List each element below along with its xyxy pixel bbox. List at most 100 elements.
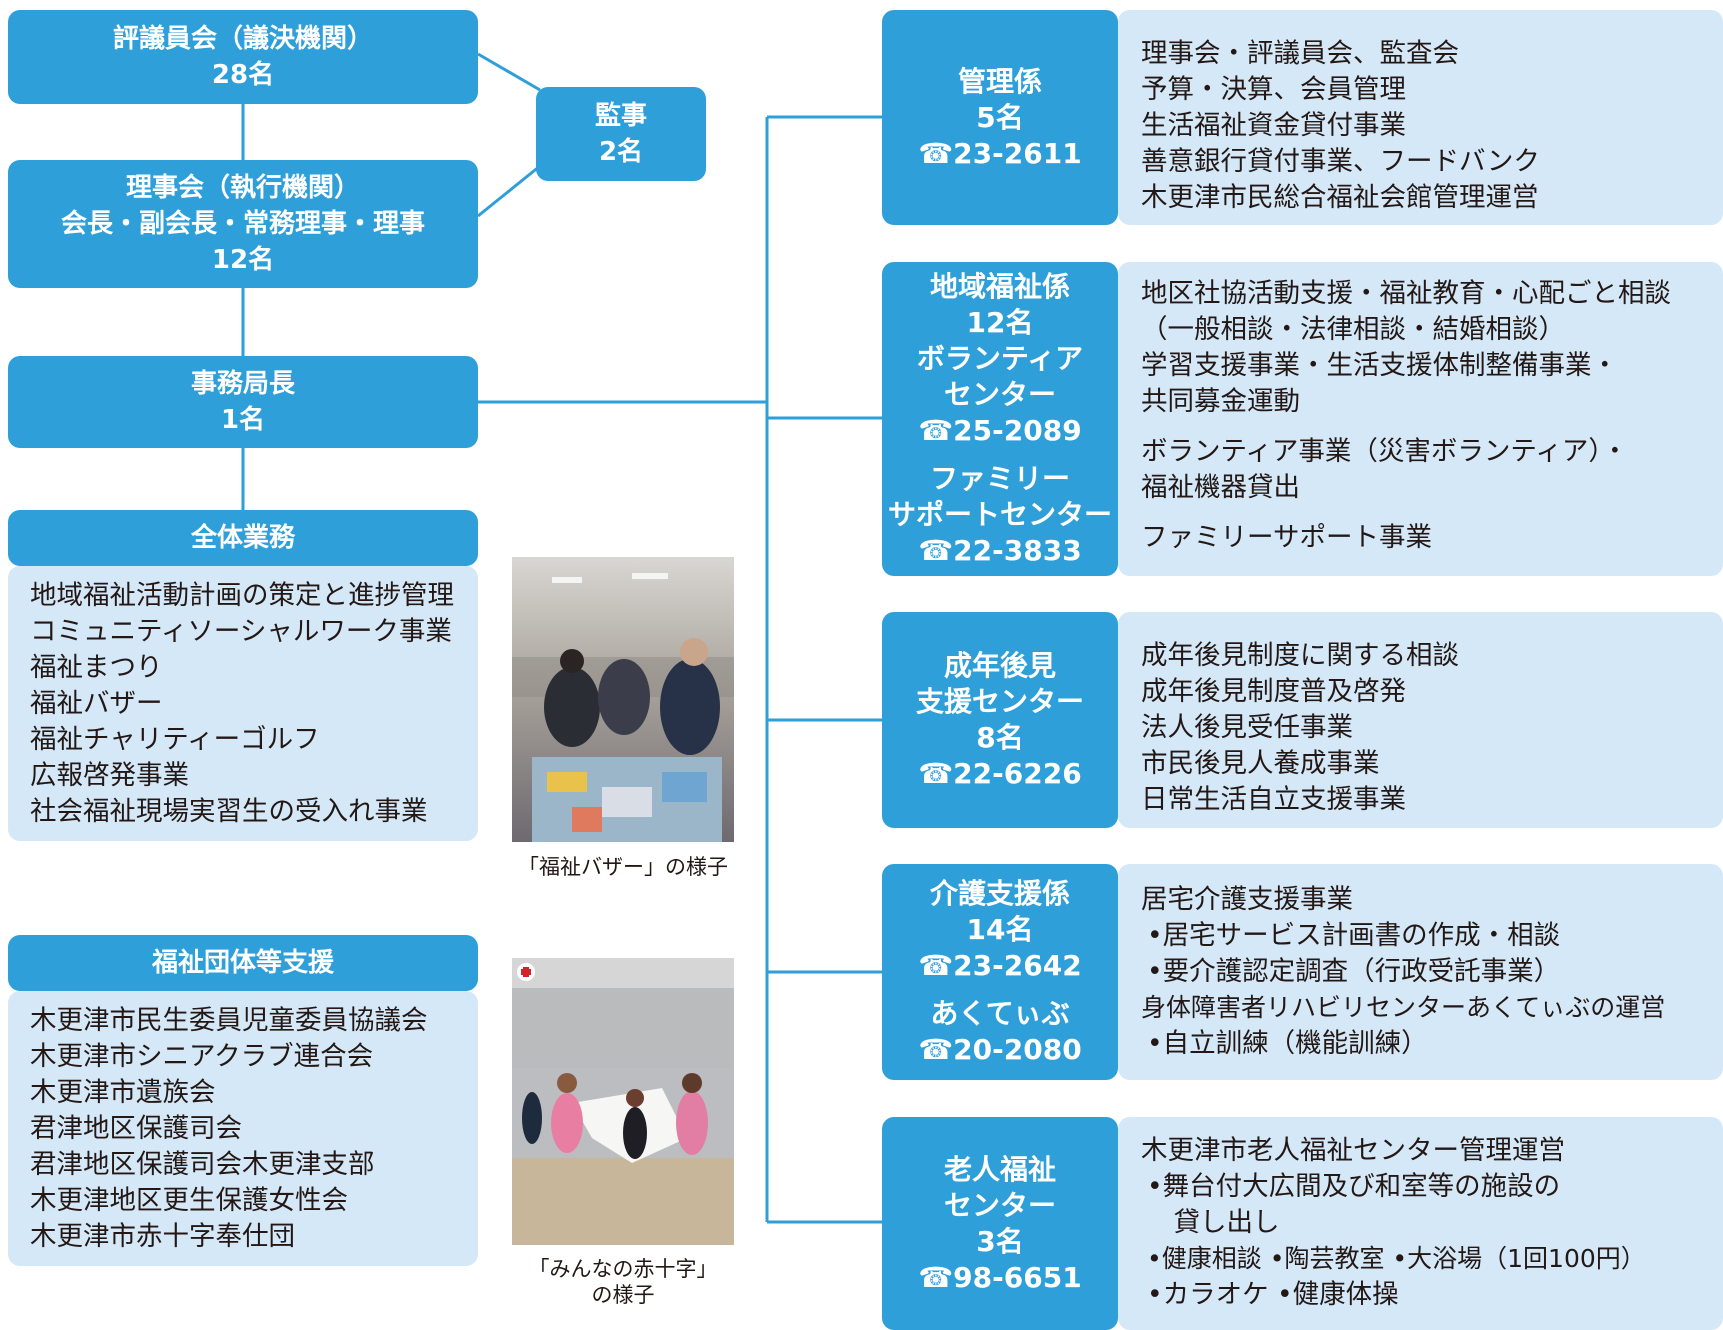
board-title: 理事会（執行機関） (125, 173, 360, 203)
redcross-caption: 「みんなの赤十字」 の様子 (495, 1256, 751, 1308)
dept-name: 介護支援係 (929, 877, 1070, 910)
support-header: 福祉団体等支援 (8, 935, 478, 991)
dept-phone: ☎98-6651 (918, 1260, 1082, 1294)
dept-phone: ☎25-2089 (918, 414, 1082, 447)
list-item: 成年後見制度普及啓発 (1141, 676, 1406, 707)
list-item: 広報啓発事業 (30, 760, 189, 791)
list-item: •自立訓練（機能訓練） (1147, 1028, 1428, 1059)
auditor-title: 監事 (594, 101, 647, 131)
list-item: 福祉機器貸出 (1141, 472, 1300, 503)
dept-subunit-name: あくてぃぶ (930, 997, 1070, 1030)
list-item: 福祉まつり (30, 652, 163, 683)
general-tasks-title: 全体業務 (190, 523, 295, 553)
dept-subunit-name: サポートセンター (887, 498, 1112, 531)
dept-subunit-name: センター (943, 378, 1056, 411)
bazaar-photo (512, 557, 734, 842)
list-item: 地域福祉活動計画の策定と進捗管理 (30, 580, 454, 611)
board-count: 12名 (211, 245, 275, 275)
list-item: 君津地区保護司会 (30, 1113, 242, 1144)
dept-name: センター (943, 1188, 1056, 1222)
dept-rojin-panel: 木更津市老人福祉センター管理運営 •舞台付大広間及び和室等の施設の 貸し出し •… (1118, 1117, 1723, 1330)
list-item: コミュニティソーシャルワーク事業 (30, 616, 452, 647)
dept-subunit-name: ファミリー (929, 462, 1070, 495)
list-item: 木更津市民総合福祉会館管理運営 (1141, 182, 1539, 213)
dept-chiiki-box: 地域福祉係 12名 ボランティア センター ☎25-2089 ファミリー サポー… (882, 262, 1118, 576)
redcross-caption-line1: 「みんなの赤十字」 (528, 1257, 718, 1281)
list-item: 木更津市民生委員児童委員協議会 (30, 1005, 428, 1036)
dept-name: 老人福祉 (943, 1152, 1056, 1186)
list-item: 学習支援事業・生活支援体制整備事業・ (1141, 350, 1618, 381)
list-item: •要介護認定調査（行政受託事業） (1147, 956, 1561, 987)
board-members: 会長・副会長・常務理事・理事 (60, 209, 425, 239)
dept-chiiki-panel: 地区社協活動支援・福祉教育・心配ごと相談 （一般相談・法律相談・結婚相談） 学習… (1118, 262, 1723, 576)
dept-staff: 5名 (976, 100, 1024, 134)
council-box: 評議員会（議決機関） 28名 (8, 10, 478, 104)
list-item: ボランティア事業（災害ボランティア）・ (1141, 436, 1629, 467)
redcross-photo (512, 958, 734, 1245)
list-item: 福祉チャリティーゴルフ (30, 724, 320, 755)
list-item: 貸し出し (1147, 1207, 1280, 1238)
dept-kaigo-box: 介護支援係 14名 ☎23-2642 あくてぃぶ ☎20-2080 (882, 864, 1118, 1080)
dept-name: 管理係 (957, 64, 1042, 98)
list-item: 成年後見制度に関する相談 (1141, 640, 1459, 671)
dept-staff: 8名 (976, 721, 1024, 754)
list-item: •カラオケ •健康体操 (1147, 1279, 1399, 1310)
dept-kaigo-panel: 居宅介護支援事業 •居宅サービス計画書の作成・相談 •要介護認定調査（行政受託事… (1118, 864, 1723, 1080)
list-item: 社会福祉現場実習生の受入れ事業 (30, 796, 428, 827)
list-item: 法人後見受任事業 (1141, 712, 1353, 743)
connector-board-auditor (477, 164, 541, 218)
list-item: 木更津市遺族会 (30, 1077, 216, 1108)
dept-phone: ☎23-2642 (918, 949, 1082, 982)
secretary-count: 1名 (220, 405, 266, 435)
support-title: 福祉団体等支援 (151, 948, 334, 978)
council-title: 評議員会（議決機関） (112, 24, 373, 54)
dept-phone: ☎20-2080 (918, 1033, 1082, 1066)
auditor-count: 2名 (598, 137, 644, 167)
dept-name: 成年後見 (943, 649, 1056, 682)
list-item: 君津地区保護司会木更津支部 (30, 1149, 375, 1180)
list-item: 善意銀行貸付事業、フードバンク (1141, 146, 1540, 177)
list-item: •居宅サービス計画書の作成・相談 (1147, 920, 1561, 951)
dept-phone: ☎22-3833 (918, 534, 1082, 567)
council-count: 28名 (211, 60, 275, 90)
connector-council-auditor (477, 52, 541, 92)
list-item: 日常生活自立支援事業 (1141, 784, 1406, 815)
dept-seinen-box: 成年後見 支援センター 8名 ☎22-6226 (882, 612, 1118, 828)
general-tasks-panel: 地域福祉活動計画の策定と進捗管理 コミュニティソーシャルワーク事業 福祉まつり … (8, 566, 478, 841)
dept-name: 支援センター (915, 685, 1084, 718)
dept-phone: ☎23-2611 (918, 136, 1082, 170)
redcross-caption-line2: の様子 (591, 1283, 655, 1307)
bazaar-caption: 「福祉バザー」の様子 (518, 855, 728, 879)
support-panel: 木更津市民生委員児童委員協議会 木更津市シニアクラブ連合会 木更津市遺族会 君津… (8, 991, 478, 1266)
list-item: 木更津市シニアクラブ連合会 (30, 1041, 374, 1072)
dept-staff: 3名 (976, 1224, 1024, 1258)
list-item: 木更津市赤十字奉仕団 (30, 1221, 295, 1252)
list-item: •舞台付大広間及び和室等の施設の (1147, 1171, 1561, 1202)
auditor-box: 監事 2名 (536, 87, 706, 181)
list-item: 理事会・評議員会、監査会 (1141, 38, 1459, 69)
list-item: •健康相談 •陶芸教室 •大浴場（1回100円） (1147, 1244, 1646, 1273)
list-item: 市民後見人養成事業 (1141, 748, 1380, 779)
secretary-box: 事務局長 1名 (8, 356, 478, 448)
dept-phone: ☎22-6226 (918, 757, 1082, 790)
list-item: 木更津地区更生保護女性会 (30, 1185, 348, 1216)
list-item: 地区社協活動支援・福祉教育・心配ごと相談 (1141, 278, 1671, 309)
dept-staff: 12名 (966, 306, 1034, 339)
dept-subunit-name: ボランティア (916, 342, 1084, 375)
list-item: 予算・決算、会員管理 (1141, 74, 1406, 105)
list-item: 居宅介護支援事業 (1141, 884, 1353, 915)
dept-seinen-panel: 成年後見制度に関する相談 成年後見制度普及啓発 法人後見受任事業 市民後見人養成… (1118, 612, 1723, 828)
dept-kanri-box: 管理係 5名 ☎23-2611 (882, 10, 1118, 225)
general-tasks-header: 全体業務 (8, 510, 478, 566)
board-box: 理事会（執行機関） 会長・副会長・常務理事・理事 12名 (8, 160, 478, 288)
list-item: 福祉バザー (30, 688, 163, 719)
list-item: 木更津市老人福祉センター管理運営 (1141, 1135, 1565, 1166)
dept-rojin-box: 老人福祉 センター 3名 ☎98-6651 (882, 1117, 1118, 1330)
dept-staff: 14名 (966, 913, 1034, 946)
secretary-title: 事務局長 (190, 369, 295, 399)
list-item: 共同募金運動 (1141, 386, 1300, 417)
dept-name: 地域福祉係 (929, 270, 1070, 303)
list-item: ファミリーサポート事業 (1141, 522, 1432, 553)
list-item: 生活福祉資金貸付事業 (1141, 110, 1406, 141)
